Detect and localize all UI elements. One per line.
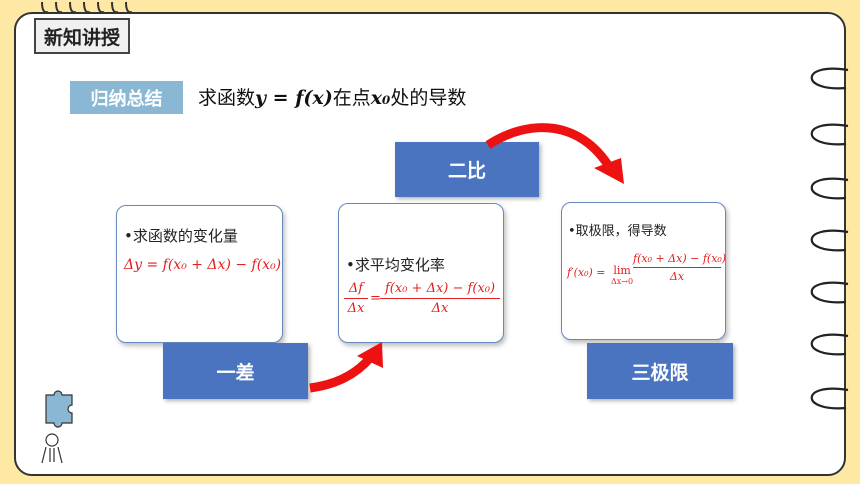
limit-formula: f′(x₀) = lim Δx→0 f(x₀ + Δx) − f(x₀) Δx [567, 252, 727, 304]
spiral-ring-icon [125, 1, 133, 14]
arrow-difference-to-ratio [309, 354, 374, 393]
summary-label: 归纳总结 [70, 81, 183, 114]
step-box-difference: 一差 [163, 343, 308, 399]
difference-formula: Δy = f(x₀ + Δx) − f(x₀) [124, 257, 282, 273]
spiral-ring-icon [810, 229, 849, 252]
step-bullet-difference: •求函数的变化量 [124, 227, 238, 245]
ratio-lhs-denominator: Δx [347, 301, 365, 316]
limit-denominator: Δx [669, 270, 685, 283]
arrow-head-icon [357, 342, 383, 368]
spiral-ring-icon [810, 123, 849, 146]
summary-suffix: 处的导数 [390, 87, 467, 109]
limit-numerator: f(x₀ + Δx) − f(x₀) [633, 252, 727, 265]
summary-mid: 在点 [332, 87, 371, 109]
spiral-ring-icon [810, 177, 849, 200]
ratio-formula: Δf Δx = f(x₀ + Δx) − f(x₀) Δx [344, 281, 500, 335]
section-tag: 新知讲授 [34, 18, 130, 54]
summary-point: x₀ [370, 87, 391, 109]
spiral-ring-icon [97, 1, 105, 14]
spiral-ring-icon [810, 333, 849, 356]
step-box-ratio: 二比 [395, 142, 539, 197]
spiral-ring-icon [69, 1, 77, 14]
step-bullet-limit: •取极限，得导数 [568, 224, 667, 239]
step-bullet-ratio: •求平均变化率 [346, 256, 445, 274]
step-box-limit: 三极限 [587, 343, 733, 399]
summary-text: 求函数y = f(x)在点x₀处的导数 [198, 83, 466, 113]
spiral-ring-icon [810, 281, 849, 304]
limit-lhs: f′(x₀) = [567, 266, 606, 279]
spiral-ring-icon [111, 1, 119, 14]
limit-operator: lim [613, 264, 631, 277]
arrow-head-icon [594, 158, 624, 184]
step-card-difference [116, 205, 283, 343]
spiral-rings [41, 1, 133, 14]
summary-function: y = f(x) [255, 87, 333, 109]
ratio-equals: = [370, 291, 381, 306]
step-card-limit [561, 202, 726, 340]
step-card-ratio [338, 203, 504, 343]
spiral-ring-icon [83, 1, 91, 14]
ratio-rhs-numerator: f(x₀ + Δx) − f(x₀) [384, 281, 496, 296]
arrow-ratio-to-limit [485, 123, 614, 171]
spiral-ring-icon [41, 1, 49, 14]
ratio-rhs-denominator: Δx [431, 301, 449, 316]
summary-prefix: 求函数 [198, 87, 256, 109]
spiral-ring-icon [810, 67, 849, 90]
spiral-ring-icon [55, 1, 63, 14]
spiral-ring-icon [810, 387, 849, 410]
ratio-lhs-numerator: Δf [348, 281, 364, 296]
limit-subscript: Δx→0 [611, 277, 634, 286]
